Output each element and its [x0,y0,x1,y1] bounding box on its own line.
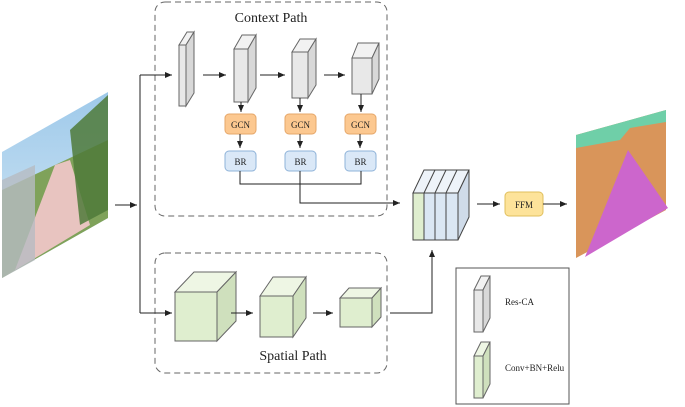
spatial-output-arrow [390,250,435,314]
legend-conv-label: Conv+BN+Relu [505,363,565,373]
svg-text:GCN: GCN [231,120,251,130]
context-output-arrow [299,171,400,206]
conv-block-1 [173,270,238,343]
res-ca-block-2 [233,33,257,104]
legend-res-ca-label: Res-CA [505,297,535,307]
br-box-3: BR [344,150,377,172]
br-box-2: BR [284,150,317,172]
gcn-box-3: GCN [344,113,377,135]
svg-text:BR: BR [234,157,246,167]
legend-res-ca-icon [473,275,491,333]
context-path-title: Context Path [235,11,308,26]
res-ca-block-1 [178,30,195,108]
conv-block-2 [259,275,307,339]
conv-block-3 [338,286,383,329]
res-ca-block-3 [291,37,317,100]
svg-text:GCN: GCN [351,120,371,130]
context-path-box [154,1,388,217]
legend-conv-icon [473,341,491,399]
gcn-box-1: GCN [224,113,257,135]
svg-text:FFM: FFM [515,200,533,210]
input-image [2,92,108,278]
output-segmentation-image [576,110,668,258]
spatial-path-title: Spatial Path [259,349,326,364]
gcn-box-2: GCN [284,113,317,135]
legend-box [455,267,570,405]
svg-text:BR: BR [354,157,366,167]
svg-text:GCN: GCN [291,120,311,130]
br-box-1: BR [224,150,257,172]
ffm-box: FFM [504,191,544,217]
svg-text:BR: BR [294,157,306,167]
concat-feature-block [412,169,470,241]
res-ca-block-4 [351,42,380,95]
